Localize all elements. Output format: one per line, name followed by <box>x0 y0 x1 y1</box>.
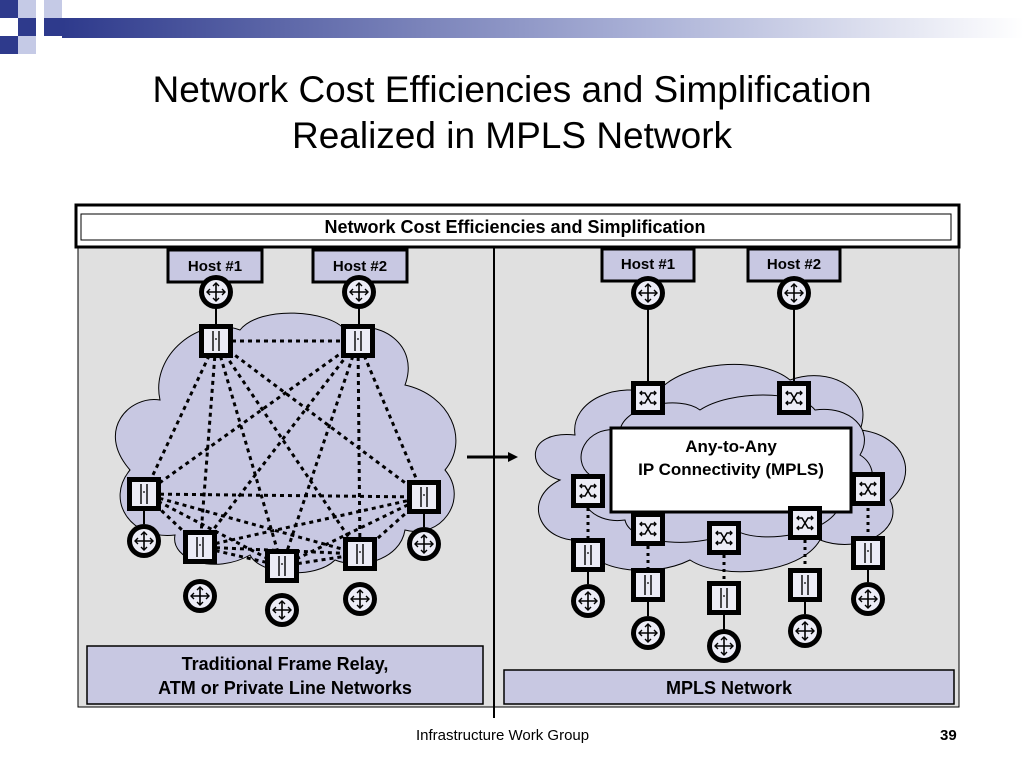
left-host-2-label: Host #2 <box>333 258 387 275</box>
right-host-2-router-icon <box>776 275 812 311</box>
left-host-2-router-icon <box>341 274 377 310</box>
left-switch-3-icon <box>126 476 162 512</box>
header-square <box>18 36 36 54</box>
left-host-2: Host #2 <box>311 248 409 284</box>
header-square <box>44 0 62 18</box>
mpls-core-box: Any-to-Any IP Connectivity (MPLS) <box>609 426 853 514</box>
right-site-router-icon <box>706 628 742 664</box>
right-caption-box: MPLS Network <box>503 669 955 705</box>
left-site-router-icon <box>182 578 218 614</box>
right-site-router-icon <box>850 581 886 617</box>
right-lsr-5-icon <box>630 511 666 547</box>
left-switch-5-icon <box>182 529 218 565</box>
diagram-header-inner <box>80 213 952 241</box>
diagram-header-text: Network Cost Efficiencies and Simplifica… <box>324 217 705 237</box>
header-gradient-bar <box>62 18 1024 38</box>
slide-title-line2: Realized in MPLS Network <box>291 115 733 156</box>
header-decoration <box>0 0 1024 54</box>
left-site-router-icon <box>126 523 162 559</box>
header-square <box>18 0 36 18</box>
left-host-1-label: Host #1 <box>188 258 242 275</box>
header-square <box>18 18 36 36</box>
page-number: 39 <box>940 727 957 744</box>
left-switch-2-icon <box>340 323 376 359</box>
right-switch-icon <box>570 537 606 573</box>
left-caption-line2: ATM or Private Line Networks <box>158 678 412 698</box>
slide-title-line1: Network Cost Efficiencies and Simplifica… <box>152 69 872 110</box>
right-site-router-icon <box>570 583 606 619</box>
left-switch-7-icon <box>342 536 378 572</box>
mpls-core-line2: IP Connectivity (MPLS) <box>638 460 824 479</box>
left-switch-1-icon <box>198 323 234 359</box>
left-caption-line1: Traditional Frame Relay, <box>182 654 389 674</box>
right-host-1-router-icon <box>630 275 666 311</box>
right-site-router-icon <box>630 615 666 651</box>
left-site-router-icon <box>264 592 300 628</box>
left-switch-6-icon <box>264 548 300 584</box>
right-caption-text: MPLS Network <box>666 678 793 698</box>
mpls-core-line1: Any-to-Any <box>685 437 777 456</box>
right-host-2-label: Host #2 <box>767 256 821 273</box>
right-switch-icon <box>787 567 823 603</box>
right-site-router-icon <box>787 613 823 649</box>
left-caption-box: Traditional Frame Relay, ATM or Private … <box>86 645 484 705</box>
right-access-links <box>586 508 870 582</box>
right-lsr-2-icon <box>776 380 812 416</box>
footer-text: Infrastructure Work Group <box>416 727 590 744</box>
left-host-1-router-icon <box>198 274 234 310</box>
right-lsr-3-icon <box>570 473 606 509</box>
left-switch-4-icon <box>406 479 442 515</box>
header-square <box>44 18 62 36</box>
right-switch-icon <box>630 567 666 603</box>
left-site-router-icon <box>406 526 442 562</box>
header-square <box>0 36 18 54</box>
right-switch-icon <box>706 580 742 616</box>
right-lsr-4-icon <box>850 471 886 507</box>
right-lsr-1-icon <box>630 380 666 416</box>
right-switch-icon <box>850 535 886 571</box>
transition-arrow <box>467 452 518 462</box>
left-site-router-icon <box>342 581 378 617</box>
right-host-links <box>587 309 869 630</box>
right-lsr-6-icon <box>706 520 742 556</box>
right-host-1-label: Host #1 <box>621 256 675 273</box>
header-square <box>0 0 18 18</box>
right-lsr-7-icon <box>787 505 823 541</box>
